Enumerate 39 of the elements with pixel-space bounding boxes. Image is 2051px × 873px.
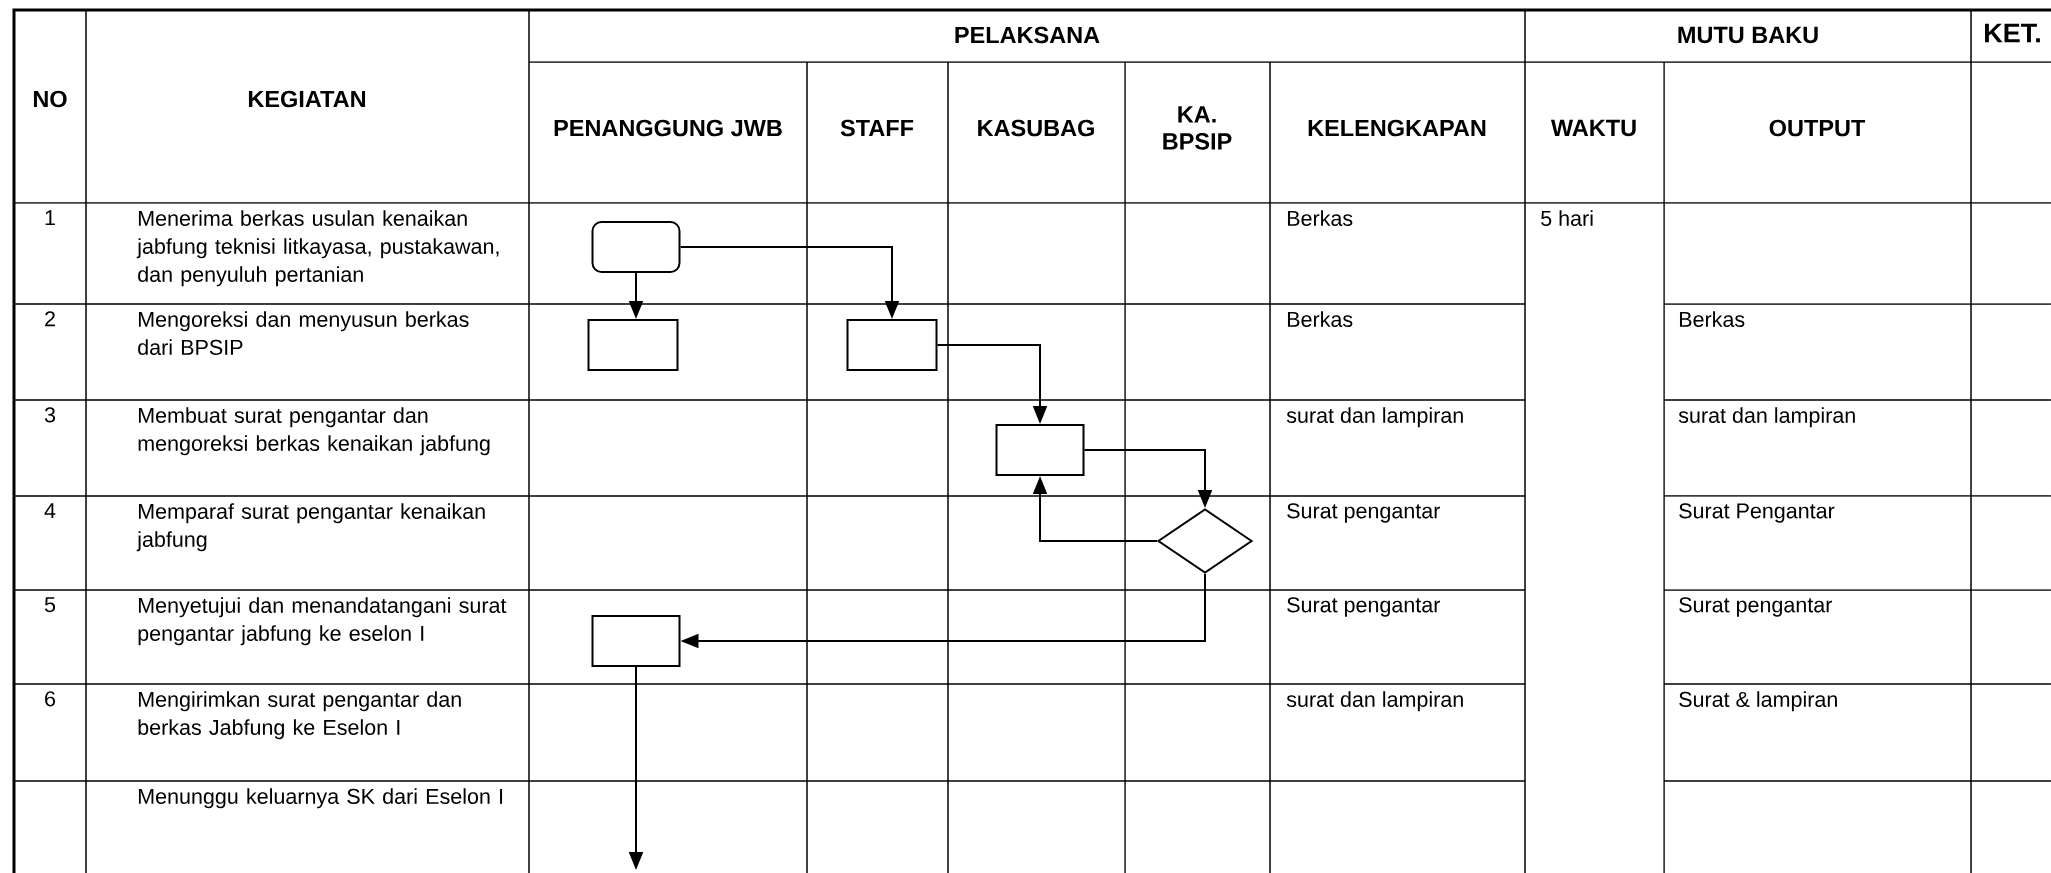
column-header: WAKTU (1550, 119, 1636, 137)
requirement-text: Berkas (1287, 311, 1353, 327)
activity-text: Menunggu keluarnya SK dari Eselon I (138, 788, 503, 809)
terminal-box (591, 221, 681, 273)
requirement-text: Berkas (1287, 210, 1353, 226)
column-header: OUTPUT (1769, 119, 1866, 137)
column-header: PELAKSANA (955, 26, 1100, 44)
requirement-text: surat dan lampiran (1286, 691, 1463, 712)
activity-text: Memparaf surat pengantar kenaikan jabfung (136, 503, 485, 552)
activity-text: Mengoreksi dan menyusun berkas dari BPSIP (138, 311, 469, 355)
output-text: Surat pengantar (1679, 597, 1832, 617)
column-header: KET. (1985, 23, 2040, 43)
time-text: 5 hari (1541, 210, 1593, 226)
activity-text: Menerima berkas usulan kenaikan jabfung teknisi litkayasa, pustakawan, dan penyuluh pertanian (136, 210, 499, 287)
column-header: NO (33, 90, 67, 108)
column-header: KEGIATAN (248, 90, 366, 108)
column-header: STAFF (840, 119, 914, 137)
column-header: MUTU BAKU (1678, 26, 1818, 44)
column-header: KASUBAG (978, 119, 1094, 137)
process-box (995, 424, 1085, 476)
row-number: 5 (44, 597, 56, 613)
output-text: Surat Pengantar (1679, 503, 1835, 523)
requirement-text: Surat pengantar (1287, 597, 1440, 617)
activity-text: Mengirimkan surat pengantar dan berkas Jabfung ke Eselon I (138, 691, 461, 740)
output-text: Berkas (1680, 311, 1745, 327)
row-number: 6 (45, 691, 56, 707)
process-box (591, 615, 681, 667)
requirement-text: surat dan lampiran (1286, 407, 1463, 428)
row-number: 2 (45, 311, 55, 327)
process-box (587, 319, 679, 371)
row-number: 4 (44, 503, 56, 518)
process-box (846, 319, 938, 371)
column-header: KELENGKAPAN (1308, 119, 1486, 137)
column-header: KA. BPSIP (1163, 106, 1232, 150)
activity-text: Membuat surat pengantar dan mengoreksi berkas kenaikan jabfung (138, 407, 490, 456)
row-number: 1 (45, 210, 55, 225)
row-number: 3 (44, 407, 56, 423)
output-text: surat dan lampiran (1678, 407, 1855, 428)
output-text: Surat & lampiran (1679, 691, 1837, 712)
